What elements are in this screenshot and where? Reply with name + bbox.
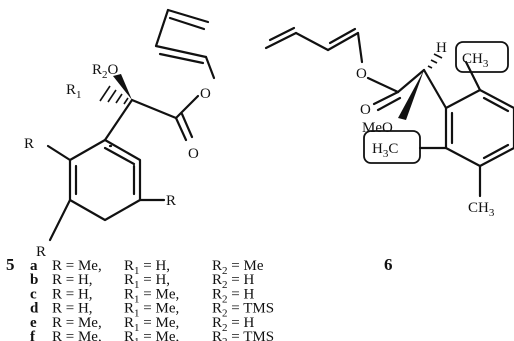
compound-6-chain-bond-3	[326, 31, 360, 52]
row-R-value: R = H,	[52, 301, 93, 317]
row-R2-value: R2 = H	[212, 286, 254, 305]
compound-5-chain-bond-3	[154, 8, 170, 48]
compound-5-carbonyl-double-bond-b	[180, 112, 194, 139]
compound-6-wedge-bond-MeO	[398, 70, 424, 120]
compound-6-structure: CH3 H3C CH3 O O MeO H	[264, 26, 514, 219]
row-R2-value: R2 = Me	[212, 258, 264, 277]
compound-5-chain-double-bond-4	[168, 16, 206, 31]
row-R-value: R = H,	[52, 286, 93, 302]
compound-5-bond-to-R-top	[46, 144, 72, 162]
row-entry-letter: c	[30, 286, 37, 302]
row-R1-value: R1 = Me,	[124, 315, 179, 334]
compound-5-label-R2O: R2O	[92, 62, 119, 81]
compound-6-chain-bond-2	[294, 31, 330, 52]
row-entry-letter: f	[30, 329, 36, 341]
compound-6-bond-O-to-carbonyl	[366, 76, 400, 94]
row-entry-letter: b	[30, 272, 38, 288]
row-R-value: R = Me,	[52, 315, 102, 331]
substituent-table-row: e R = Me, R1 = Me, R2 = H	[30, 315, 254, 334]
compound-6-label-CH3-top: CH3	[462, 51, 489, 70]
compound-5-bond-ring-to-alpha-carbon	[103, 98, 134, 142]
compound-5-label-R-bottom: R	[36, 244, 46, 260]
substituent-table-row: b R = H, R1 = H, R2 = H	[30, 272, 254, 291]
substituent-table-row: c R = H, R1 = Me, R2 = H	[30, 286, 254, 305]
compound-6-chain-double-bond-1	[268, 26, 296, 42]
row-R1-value: R1 = Me,	[124, 286, 179, 305]
compound-6-chain-bond-1	[264, 31, 298, 50]
compound-6-chain-bond-to-O	[356, 31, 364, 64]
row-R1-value: R1 = H,	[124, 258, 170, 277]
compound-6-carbonyl-double-bond-b	[376, 96, 402, 112]
compound-6-carbonyl-double-bond-a	[372, 90, 400, 106]
compound-6-bond-alpha-to-ring	[422, 68, 448, 110]
compound-5-number: 5	[6, 255, 15, 274]
row-R1-value: R1 = Me,	[124, 301, 179, 320]
row-R-value: R = Me,	[52, 329, 102, 341]
compound-5-chain-bond-2	[154, 44, 208, 59]
compound-6-label-MeO: MeO	[362, 120, 393, 136]
compound-5-carbonyl-double-bond-a	[174, 116, 188, 142]
compound-6-label-carbonyl-O: O	[360, 102, 371, 118]
compound-5-bond-carbonyl-to-ester-O	[174, 94, 200, 120]
compound-6-box-H3C	[363, 130, 421, 164]
compound-6-hashed-bond-H	[427, 53, 443, 69]
compound-5-bond-alpha-to-carbonyl	[130, 98, 178, 120]
compound-5-chain-bond-1	[204, 55, 216, 80]
compound-6-box-CH3-top	[455, 41, 509, 73]
compound-6-ring-double-bond-top	[482, 96, 510, 113]
compound-5-label-R1: R1	[66, 82, 82, 101]
compound-5-substituent-table: a R = Me, R1 = H, R2 = Me b R = H, R1 = H, R2 =…	[30, 258, 274, 341]
row-R2-value: R2 = H	[212, 272, 254, 291]
compound-6-number: 6	[384, 255, 393, 274]
row-entry-letter: a	[30, 258, 38, 274]
compound-5-chain-bond-4	[166, 8, 210, 24]
compound-5-label-carbonyl-O: O	[188, 146, 199, 162]
compound-6-benzene-ring	[444, 88, 514, 168]
compound-5-ring-double-bond-top	[103, 146, 136, 166]
substituent-table-row: f R = Me, R1 = Me, R2 = TMS	[30, 329, 274, 341]
compound-5-label-R-right: R	[166, 193, 176, 209]
row-entry-letter: d	[30, 301, 39, 317]
row-R2-value: R2 = TMS	[212, 329, 274, 341]
compound-5-hashed-bond-R1	[99, 85, 129, 105]
compound-5-wedge-bond-R2O	[113, 74, 132, 100]
compound-6-bond-to-CH3-top	[464, 60, 482, 92]
compound-5-chain-double-bond-2	[158, 52, 205, 65]
compound-5-label-ester-O: O	[200, 86, 211, 102]
row-R1-value: R1 = H,	[124, 272, 170, 291]
compound-6-ring-double-bond-bottom	[482, 143, 510, 160]
compound-6-label-CH3-para: CH3	[468, 200, 495, 219]
compound-5-label-R-top: R	[24, 136, 34, 152]
compound-5-structure: R R R R1 R2O O O	[24, 8, 216, 260]
row-R1-value: R1 = Me,	[124, 329, 179, 341]
row-R2-value: R2 = TMS	[212, 301, 274, 320]
row-R-value: R = Me,	[52, 258, 102, 274]
row-R-value: R = H,	[52, 272, 93, 288]
substituent-table-row: a R = Me, R1 = H, R2 = Me	[30, 258, 264, 277]
compound-6-chain-double-bond-3	[328, 27, 357, 45]
row-R2-value: R2 = H	[212, 315, 254, 334]
compound-6-bond-carbonyl-to-alpha	[396, 68, 426, 94]
row-entry-letter: e	[30, 315, 37, 331]
compound-6-label-H: H	[436, 40, 447, 56]
compound-6-label-ester-O: O	[356, 66, 367, 82]
substituent-table-row: d R = H, R1 = Me, R2 = TMS	[30, 301, 274, 320]
compound-5-benzene-ring	[68, 138, 142, 222]
compound-5-bond-to-R-bottom	[48, 198, 72, 242]
compound-6-label-H3C: H3C	[372, 141, 398, 160]
